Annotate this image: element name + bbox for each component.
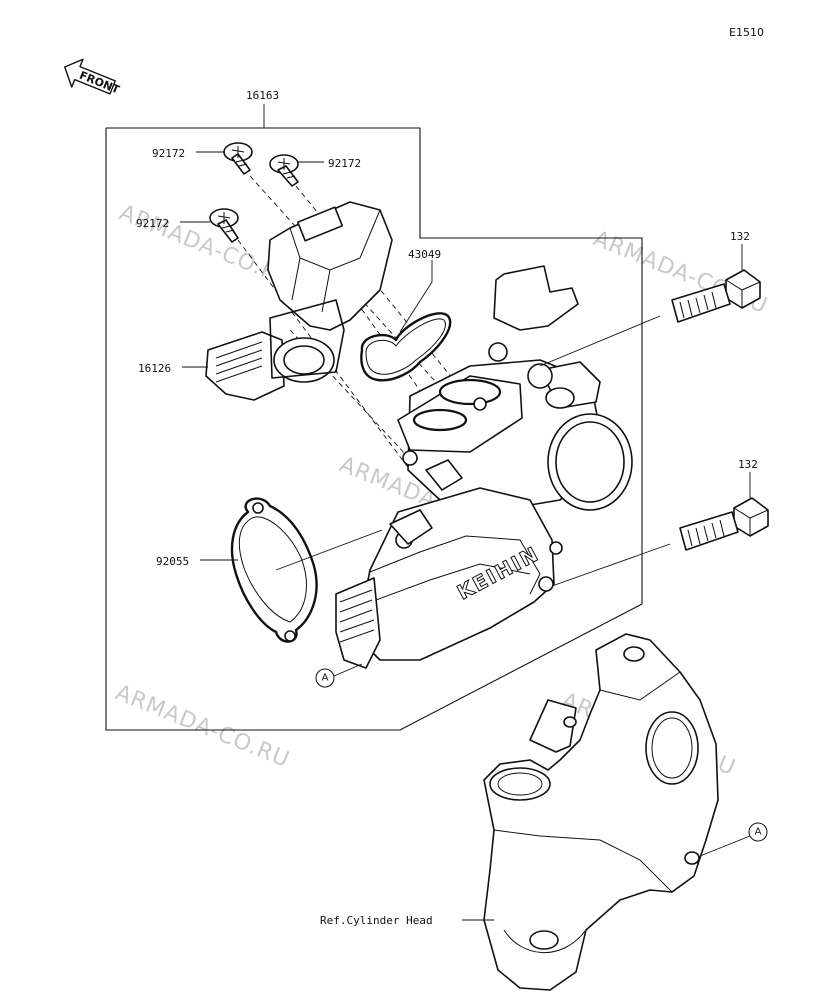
front-direction-arrow-icon: FRONT (64, 58, 122, 97)
label-16126: 16126 (138, 362, 171, 375)
flange-bolt-icon (671, 269, 761, 323)
callout-a-left (315, 668, 335, 688)
assembly-frame (105, 127, 643, 731)
diagram-code: E1510 (729, 26, 764, 39)
watermark-4: ARMADA-CO.RU (112, 680, 293, 773)
label-43049: 43049 (408, 248, 441, 261)
intake-manifold-icon (483, 633, 719, 991)
callout-a-right-letter: A (755, 827, 762, 838)
ref-cylinder-head-label: Ref.Cylinder Head (320, 914, 433, 927)
sensor-connector-icon (205, 201, 393, 401)
label-92172-b: 92172 (328, 157, 361, 170)
callout-a-right (748, 822, 768, 842)
gasket-icon (230, 497, 318, 643)
label-92055: 92055 (156, 555, 189, 568)
label-132-lower: 132 (738, 458, 758, 471)
pan-head-screw-icon (209, 208, 239, 243)
label-16163: 16163 (246, 89, 279, 102)
pan-head-screw-icon (223, 142, 253, 175)
callout-a-left-letter: A (322, 673, 329, 684)
label-132-upper: 132 (730, 230, 750, 243)
gasket-icon (360, 312, 452, 382)
label-92172-a: 92172 (152, 147, 185, 160)
pan-head-screw-icon (269, 154, 299, 187)
label-92172-c: 92172 (136, 217, 169, 230)
throttle-body-icon: KEIHIN (335, 265, 633, 669)
flange-bolt-icon (679, 497, 769, 551)
